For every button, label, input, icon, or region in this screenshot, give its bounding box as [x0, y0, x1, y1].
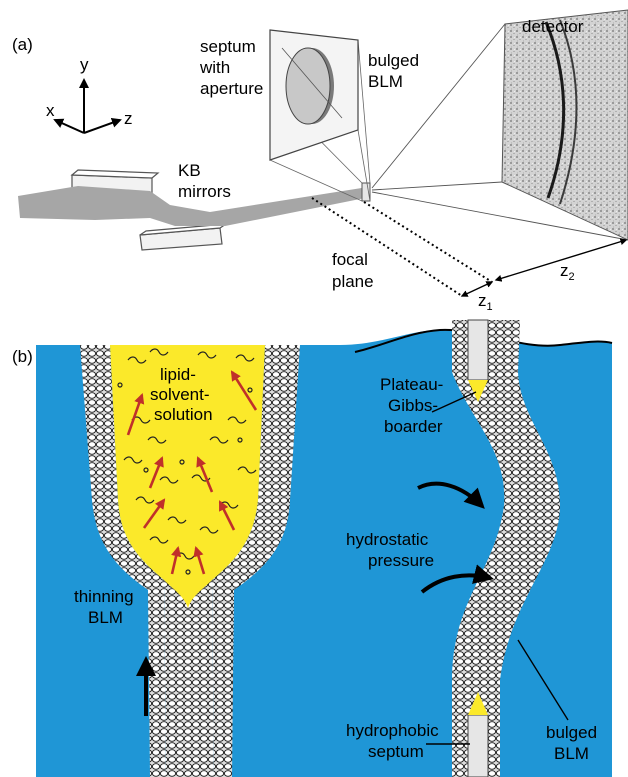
- coordinate-axes: [55, 80, 120, 133]
- detector-panel: [502, 10, 628, 240]
- panel-a-label: (a): [12, 35, 33, 54]
- plateau-gibbs-label-1: Plateau-: [380, 375, 443, 394]
- septum-top: [468, 320, 488, 380]
- bulged-blm-label-a-1: bulged: [368, 51, 419, 70]
- hydrophobic-septum-label-1: hydrophobic: [346, 721, 439, 740]
- detector-label: detector: [522, 17, 584, 36]
- septum-label-2: with: [199, 58, 230, 77]
- lipid-solution-label-3: solution: [154, 405, 213, 424]
- septum-label-3: aperture: [200, 79, 263, 98]
- bulged-blm-label-b-2: BLM: [554, 744, 589, 763]
- focal-plane-label-1: focal: [332, 250, 368, 269]
- lipid-solution-label-1: lipid-: [160, 365, 196, 384]
- axis-z-label: z: [124, 109, 133, 128]
- septum-label-1: septum: [200, 37, 256, 56]
- hydrophobic-septum-label-2: septum: [368, 742, 424, 761]
- panel-a: (a) y z x KB mirrors: [12, 10, 628, 313]
- axis-y-label: y: [80, 55, 89, 74]
- plateau-gibbs-label-3: boarder: [384, 417, 443, 436]
- axis-x-label: x: [46, 101, 55, 120]
- kb-mirrors-label-2: mirrors: [178, 182, 231, 201]
- z-distance-markers: [462, 240, 626, 296]
- focal-plane-label-2: plane: [332, 272, 374, 291]
- z2-label: z2: [560, 261, 575, 283]
- septum-enlarged: [270, 30, 358, 160]
- plateau-gibbs-label-2: Gibbs-: [388, 396, 438, 415]
- z1-label: z1: [478, 291, 493, 313]
- bulged-blm-label-a-2: BLM: [368, 72, 403, 91]
- lipid-solution-label-2: solvent-: [150, 385, 210, 404]
- thinning-label-1: thinning: [74, 587, 134, 606]
- hydrostatic-label-2: pressure: [368, 551, 434, 570]
- hydrostatic-label-1: hydrostatic: [346, 530, 429, 549]
- septum-bottom: [468, 715, 488, 777]
- panel-b: (b): [12, 320, 612, 777]
- panel-b-label: (b): [12, 347, 33, 366]
- thinning-membrane-stem: [164, 580, 214, 777]
- kb-mirrors-label-1: KB: [178, 161, 201, 180]
- thinning-label-2: BLM: [88, 608, 123, 627]
- bulged-blm-label-b-1: bulged: [546, 723, 597, 742]
